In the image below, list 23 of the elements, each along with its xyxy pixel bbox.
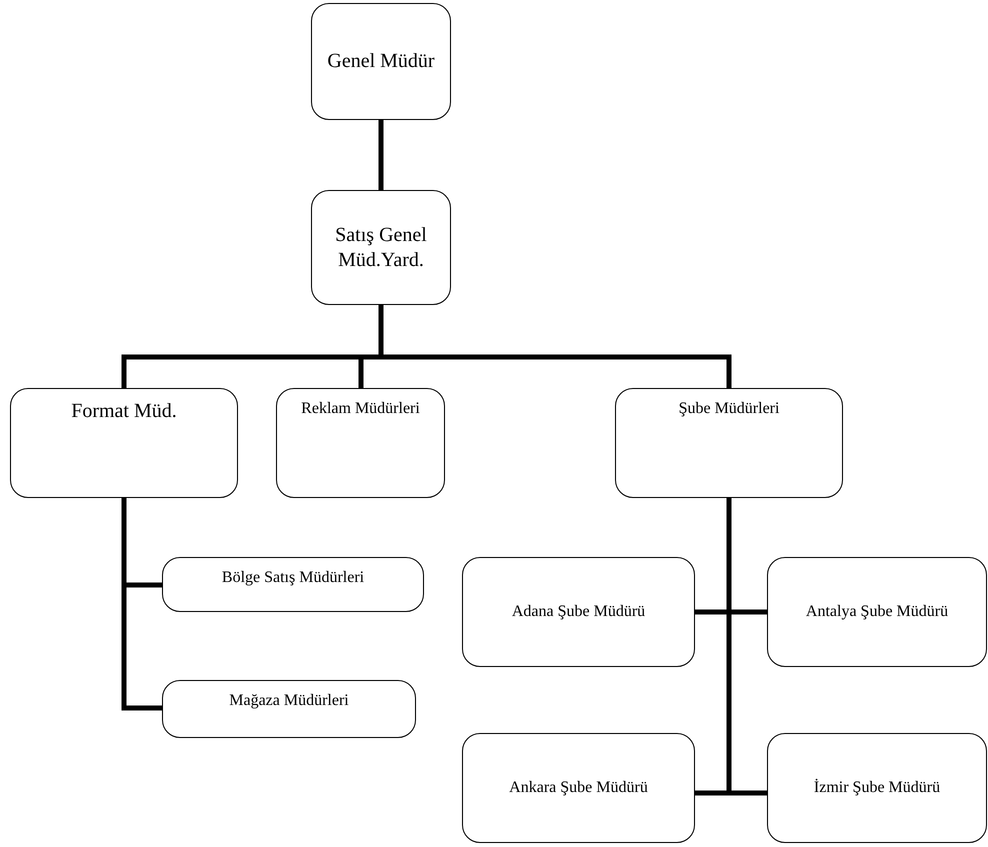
position-box [10,388,238,498]
position-box [162,557,424,612]
position-title: Ankara Şube Müdürü [509,778,648,798]
position-title: Format Müd. [71,399,177,424]
position-title: Satış Genel Müd.Yard. [334,222,428,272]
position-box [767,557,987,667]
position-box [462,733,695,843]
connector-line [378,120,384,190]
position-title: Şube Müdürleri [678,399,780,419]
position-title: Adana Şube Müdürü [512,602,646,622]
position-box [311,190,451,305]
position-box [311,3,451,120]
position-box [162,680,416,738]
position-title: Antalya Şube Müdürü [806,602,948,622]
position-title: Bölge Satış Müdürleri [222,568,364,588]
position-title: Mağaza Müdürleri [229,691,349,711]
position-title: Reklam Müdürleri [301,399,420,419]
position-box [767,733,987,843]
position-title: İzmir Şube Müdürü [814,778,940,798]
position-box [615,388,843,498]
position-box [462,557,695,667]
position-box [276,388,445,498]
position-title: Genel Müdür [327,49,435,74]
